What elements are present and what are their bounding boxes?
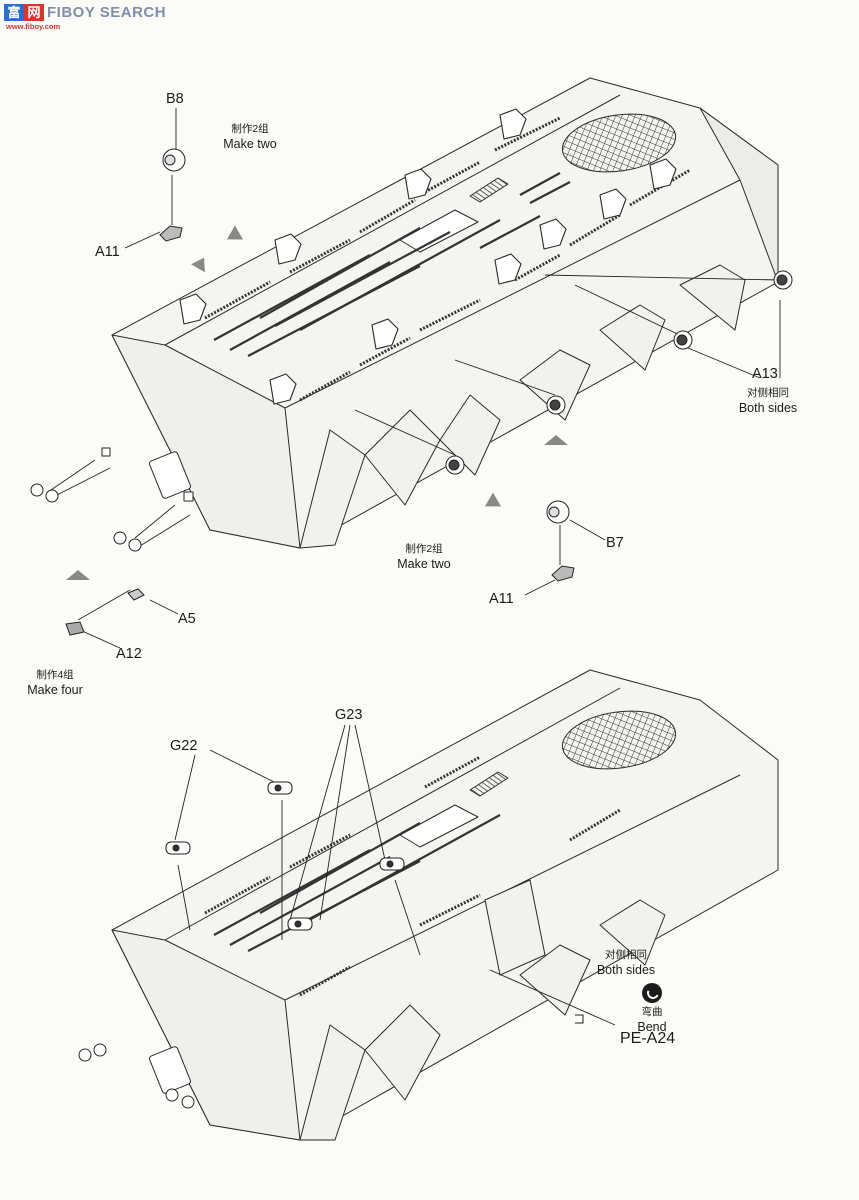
watermark-logo: 富 网 bbox=[4, 4, 44, 21]
label-PE-A24: PE-A24 bbox=[620, 1030, 676, 1047]
part-PE-A24 bbox=[575, 1014, 584, 1024]
note-both-sides-top-en: Both sides bbox=[738, 401, 798, 415]
bend-icon bbox=[642, 983, 662, 1003]
watermark-logo-left: 富 bbox=[4, 4, 24, 21]
label-A11-mid: A11 bbox=[489, 591, 514, 607]
deck-slots bbox=[213, 172, 571, 357]
towing-eyes bbox=[30, 483, 142, 552]
watermark-subtext: www.fiboy.com bbox=[6, 22, 61, 31]
note-make-four: 制作4组 Make four bbox=[15, 668, 95, 698]
part-A11-mid bbox=[551, 565, 575, 582]
note-both-sides-bottom: 对侧相同 Both sides bbox=[586, 948, 666, 978]
label-B8: B8 bbox=[166, 91, 184, 107]
suspension-springs bbox=[204, 116, 691, 402]
label-B7: B7 bbox=[606, 535, 624, 551]
watermark: 富 网 FIBOY SEARCH bbox=[4, 4, 166, 21]
part-G23-b bbox=[379, 857, 405, 871]
hatch-2 bbox=[399, 804, 479, 848]
label-G23: G23 bbox=[335, 707, 363, 723]
label-G22: G22 bbox=[170, 738, 198, 754]
engine-grille-2 bbox=[561, 710, 677, 770]
hull-front-plate bbox=[111, 334, 301, 549]
note-make-two-top-en: Make two bbox=[223, 137, 277, 151]
note-bend-cn: 弯曲 bbox=[641, 1006, 663, 1018]
part-A12 bbox=[65, 621, 85, 636]
bottom-leaders bbox=[174, 724, 616, 1026]
part-A13-c bbox=[546, 395, 566, 415]
note-both-sides-bottom-cn: 对侧相同 bbox=[605, 949, 647, 961]
label-A13: A13 bbox=[752, 366, 778, 382]
direction-arrows bbox=[66, 225, 568, 580]
part-G22-b bbox=[165, 841, 191, 855]
tread-plate-2 bbox=[469, 771, 509, 797]
note-make-two-mid: 制作2组 Make two bbox=[386, 542, 462, 572]
hull-upper-view bbox=[101, 77, 779, 549]
note-make-two-top: 制作2组 Make two bbox=[214, 122, 286, 152]
note-make-two-mid-en: Make two bbox=[397, 557, 451, 571]
hull-lower-view bbox=[78, 669, 779, 1141]
tread-plate bbox=[469, 177, 509, 203]
suspension-arms bbox=[179, 108, 677, 405]
note-make-two-mid-cn: 制作2组 bbox=[405, 543, 443, 555]
part-G22-a bbox=[267, 781, 293, 795]
top-small-parts bbox=[30, 148, 793, 636]
part-B7 bbox=[546, 500, 570, 524]
part-A11-top bbox=[159, 225, 183, 242]
watermark-logo-right: 网 bbox=[24, 4, 44, 21]
part-A5 bbox=[127, 588, 145, 601]
note-make-four-en: Make four bbox=[27, 683, 83, 697]
label-A12: A12 bbox=[116, 646, 142, 662]
top-leaders bbox=[47, 108, 781, 649]
note-bend: 弯曲 Bend bbox=[628, 1005, 676, 1035]
note-both-sides-bottom-en: Both sides bbox=[596, 963, 656, 977]
part-A13-d bbox=[445, 455, 465, 475]
note-make-two-top-cn: 制作2组 bbox=[231, 123, 269, 135]
hatch bbox=[399, 209, 479, 253]
hull-front-plate-2 bbox=[111, 929, 301, 1141]
part-A13-b bbox=[673, 330, 693, 350]
note-both-sides-top-cn: 对侧相同 bbox=[747, 387, 789, 399]
part-G23-a bbox=[287, 917, 313, 931]
front-plate-details bbox=[101, 447, 194, 502]
side-plate bbox=[484, 879, 546, 976]
hull-skirts bbox=[299, 264, 746, 549]
part-B8-top bbox=[162, 148, 186, 172]
part-A13-a bbox=[773, 270, 793, 290]
note-bend-en: Bend bbox=[637, 1020, 667, 1034]
engine-grille bbox=[561, 113, 677, 173]
note-both-sides-top: 对侧相同 Both sides bbox=[728, 386, 808, 416]
note-make-four-cn: 制作4组 bbox=[36, 669, 74, 681]
label-A5: A5 bbox=[178, 611, 196, 627]
bottom-small-parts bbox=[165, 781, 584, 1024]
label-A11-top: A11 bbox=[95, 244, 120, 260]
watermark-text: FIBOY SEARCH bbox=[47, 4, 167, 21]
